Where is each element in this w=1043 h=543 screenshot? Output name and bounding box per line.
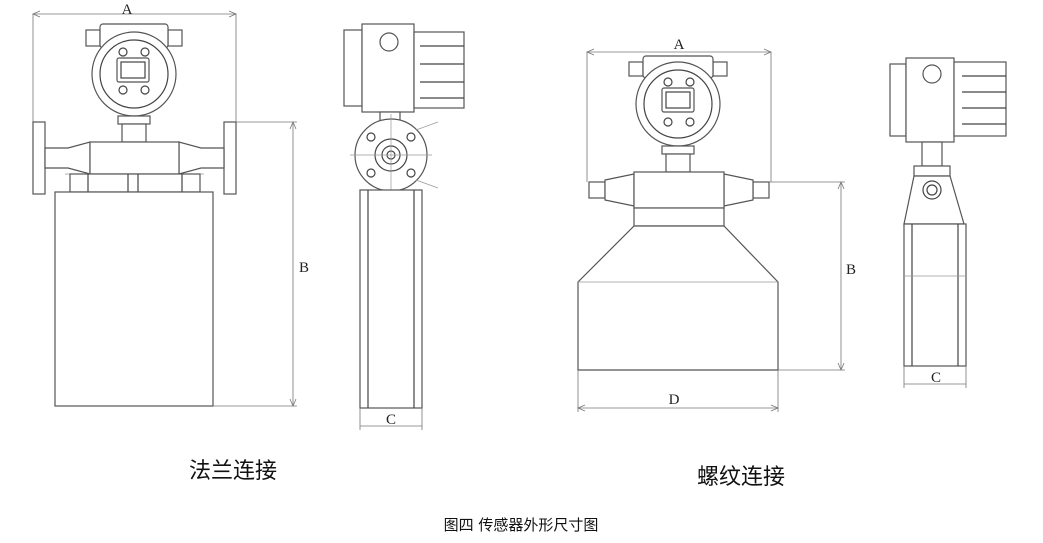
figure-caption: 图四 传感器外形尺寸图 xyxy=(444,516,599,534)
thread-dim-d-label: D xyxy=(669,392,680,408)
flange-dim-b-label: B xyxy=(299,260,309,276)
flange-dim-a-label: A xyxy=(122,2,133,18)
flange-caption: 法兰连接 xyxy=(189,459,277,484)
thread-dim-a-label: A xyxy=(674,37,685,53)
thread-caption: 螺纹连接 xyxy=(697,465,785,490)
thread-front-view: A B xyxy=(576,37,856,412)
flange-dim-c-label: C xyxy=(386,412,396,428)
thread-side-view: C xyxy=(889,57,1007,388)
flange-side-view: C xyxy=(343,23,465,430)
thread-dim-b-label: B xyxy=(846,262,856,278)
flange-front-view: A B xyxy=(31,2,309,408)
thread-dim-c-label: C xyxy=(931,370,941,386)
